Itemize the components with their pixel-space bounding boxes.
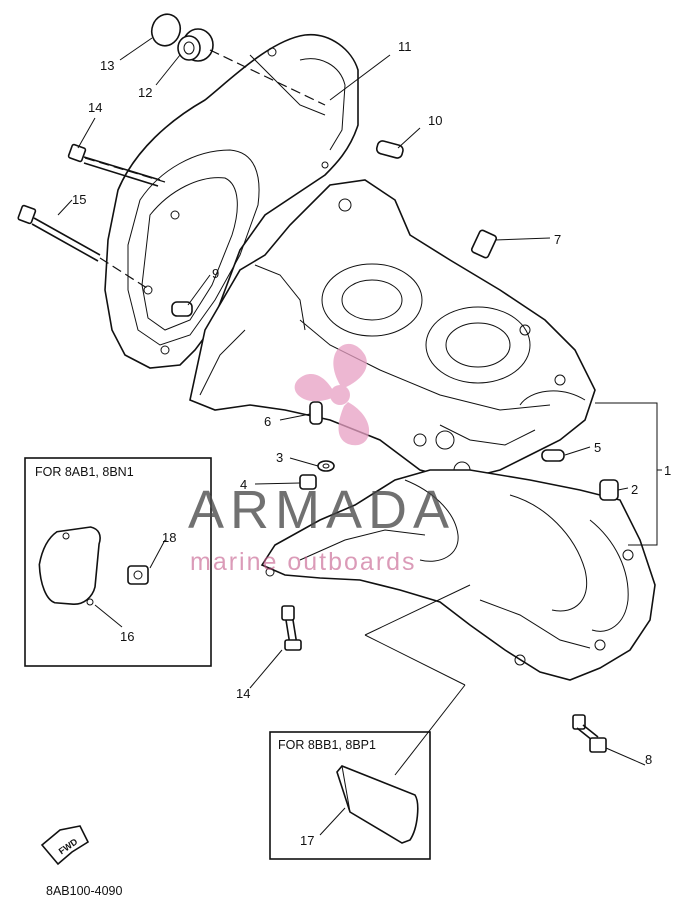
leader-lines [57, 37, 662, 836]
upper-crankcase [189, 179, 596, 481]
callout-18: 18 [162, 530, 176, 545]
watermark: ARMADA marine outboards [188, 343, 455, 576]
callout-12: 12 [138, 85, 152, 100]
callout-4: 4 [240, 477, 247, 492]
callout-14-bottom: 14 [236, 686, 250, 701]
lower-crankcase [260, 469, 656, 681]
callout-3: 3 [276, 450, 283, 465]
watermark-brand: ARMADA [188, 480, 455, 540]
callout-5: 5 [594, 440, 601, 455]
callout-15: 15 [72, 192, 86, 207]
callout-9: 9 [212, 266, 219, 281]
variant-box-8bb1-8bp1: FOR 8BB1, 8BP1 [269, 731, 431, 860]
crankcase-cover [104, 33, 359, 369]
callout-14-top: 14 [88, 100, 102, 115]
callout-2: 2 [631, 482, 638, 497]
callout-17: 17 [300, 833, 314, 848]
fwd-arrow-icon: FWD [40, 825, 90, 866]
callout-6: 6 [264, 414, 271, 429]
callout-7: 7 [554, 232, 561, 247]
diagram-code: 8AB100-4090 [46, 884, 123, 898]
callout-8: 8 [645, 752, 652, 767]
callout-11: 11 [398, 39, 412, 54]
variant-box-label: FOR 8AB1, 8BN1 [35, 465, 134, 479]
callout-1: 1 [664, 463, 671, 478]
callout-10: 10 [428, 113, 442, 128]
callout-labels: 1 2 3 4 5 6 7 8 9 10 11 12 13 14 14 15 1… [72, 39, 671, 848]
assembly-lines [84, 49, 471, 776]
propeller-logo-icon [294, 343, 370, 446]
watermark-tagline: marine outboards [190, 548, 417, 576]
callout-16: 16 [120, 629, 134, 644]
variant-box-8ab1-8bn1: FOR 8AB1, 8BN1 [24, 457, 212, 667]
callout-13: 13 [100, 58, 114, 73]
variant-box-label: FOR 8BB1, 8BP1 [278, 738, 376, 752]
